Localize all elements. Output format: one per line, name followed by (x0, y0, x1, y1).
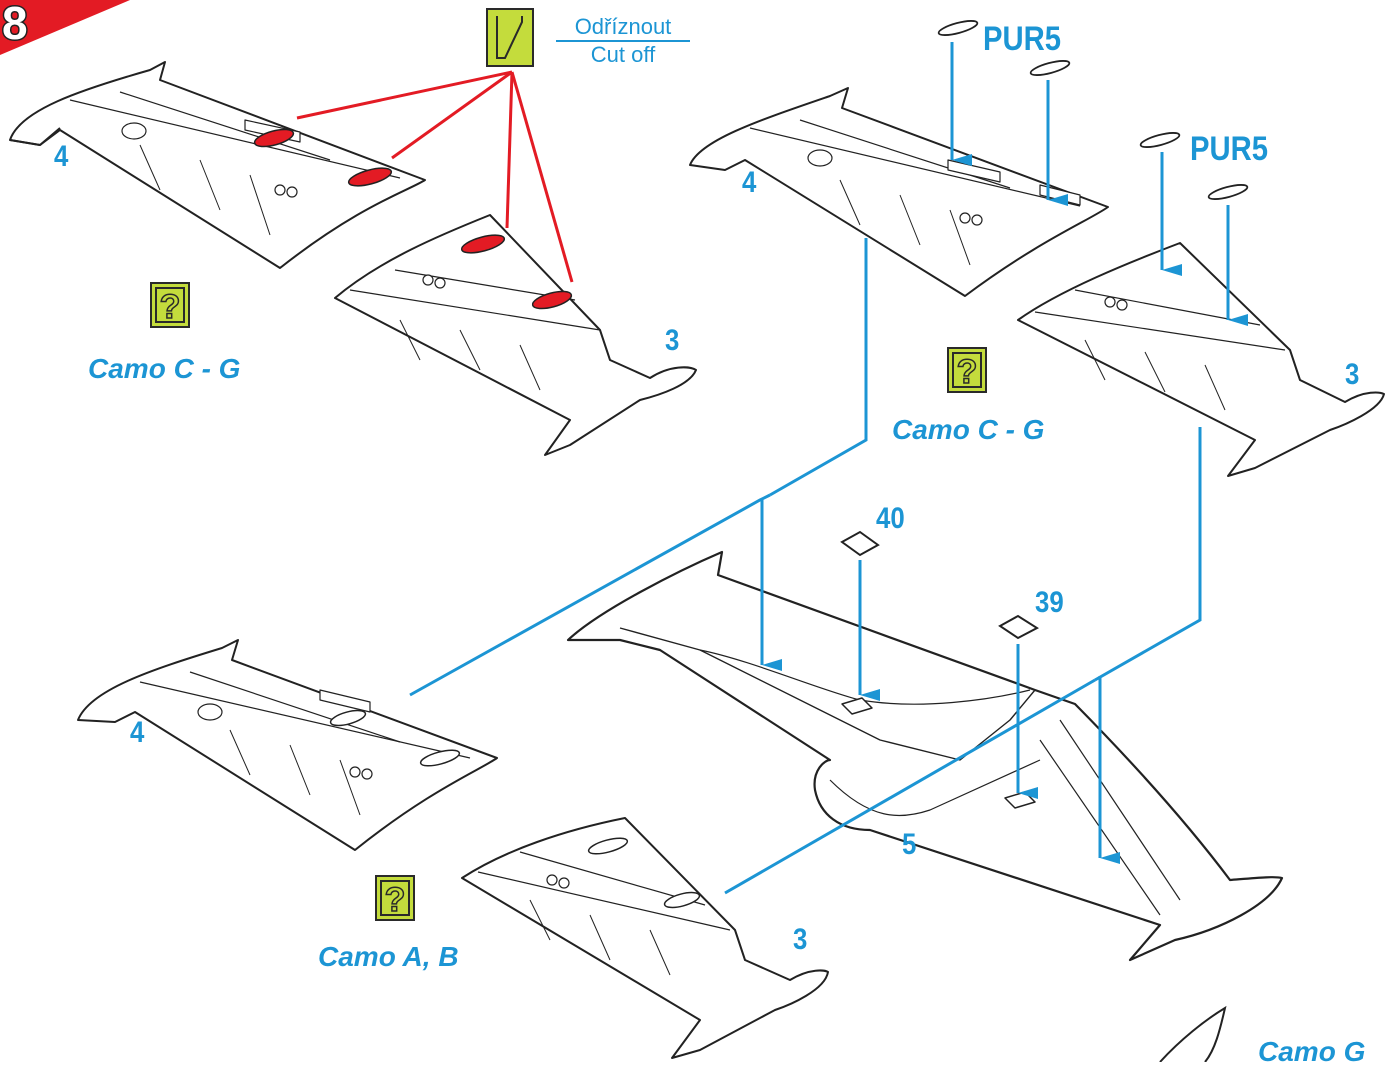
step-number: 8 (1, 0, 30, 49)
pur5-part (1207, 184, 1249, 200)
part-number-3: 3 (1345, 358, 1360, 391)
pur5-part-group (937, 20, 1249, 200)
wing-part-3-bottom (461, 817, 829, 1059)
step-banner (0, 0, 130, 55)
part-number-5: 5 (902, 828, 917, 861)
cut-marker (460, 234, 506, 254)
part-number-4: 4 (742, 166, 757, 199)
cut-off-label-cz: Odříznout (556, 14, 690, 42)
cut-off-label-en: Cut off (590, 42, 656, 67)
part-number-39: 39 (1035, 586, 1064, 619)
wing-part-3-top-left (334, 214, 697, 456)
part-number-4: 4 (54, 140, 69, 173)
part-number-40: 40 (876, 502, 905, 535)
assembly-guide-lines (409, 238, 1202, 895)
cut-off-icon (486, 8, 534, 67)
cut-marker (531, 290, 573, 310)
cut-indicator-lines (296, 70, 574, 283)
wing-part-4-top-right (689, 87, 1109, 297)
pur5-label: PUR5 (1190, 130, 1269, 168)
part-39 (998, 614, 1039, 640)
part-40 (840, 530, 880, 557)
camo-g-part-partial (1159, 1005, 1227, 1063)
cut-marker (253, 128, 295, 148)
pur5-label: PUR5 (983, 20, 1062, 58)
part-number-3: 3 (793, 923, 808, 956)
pur5-part (1139, 132, 1181, 148)
camo-label-top-left: Camo C - G (88, 353, 241, 384)
wing-part-4-top-left (9, 61, 426, 269)
wing-part-3-top-right (1017, 242, 1385, 477)
camo-label-top-right: Camo C - G (892, 414, 1045, 445)
cut-marker (347, 167, 393, 187)
wing-part-4-bottom-left (77, 639, 498, 851)
question-help-icon: ? (375, 875, 415, 921)
cut-off-caption: Odříznout Cut off (556, 14, 690, 68)
question-help-icon: ? (947, 347, 987, 393)
camo-label-bottom-right: Camo G (1258, 1036, 1366, 1067)
part-number-3: 3 (665, 324, 680, 357)
camo-label-bottom-left: Camo A, B (318, 941, 459, 972)
question-help-icon: ? (150, 282, 190, 328)
part-number-4: 4 (130, 716, 145, 749)
pur5-part (1029, 60, 1071, 76)
pur5-part (937, 20, 979, 36)
assembly-arrows (760, 42, 1248, 864)
